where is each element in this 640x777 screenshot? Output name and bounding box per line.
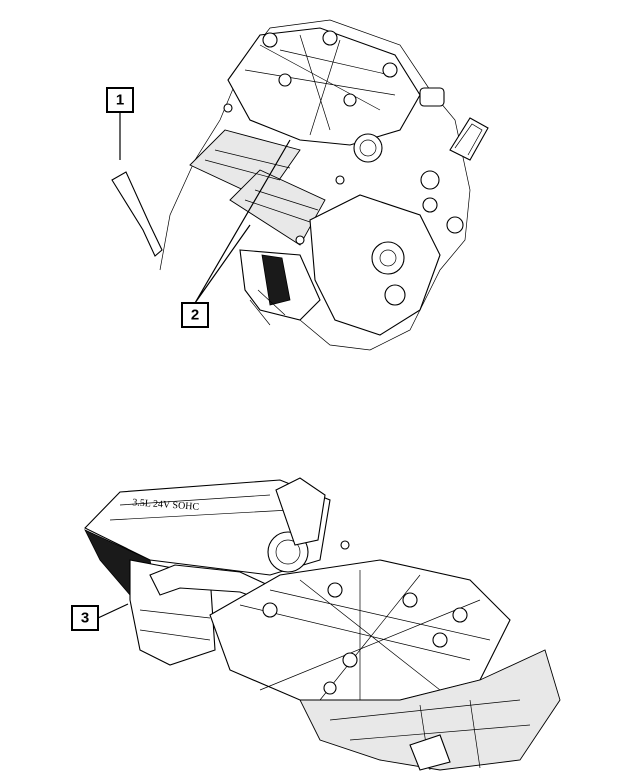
callout-1: 1 xyxy=(106,87,134,113)
engine-assembly-illustration xyxy=(159,19,489,351)
vent-hose-part-1 xyxy=(111,171,163,257)
leader-line-3 xyxy=(97,603,129,619)
callout-1-label: 1 xyxy=(116,92,124,109)
intake-assembly-illustration xyxy=(84,477,561,771)
callout-2: 2 xyxy=(181,302,209,328)
callout-3: 3 xyxy=(71,605,99,631)
cover-stamp-text: 3.5L 24V SOHC xyxy=(132,497,200,513)
callout-2-label: 2 xyxy=(191,307,199,324)
callout-3-label: 3 xyxy=(81,610,89,627)
leader-line-2 xyxy=(194,139,291,304)
